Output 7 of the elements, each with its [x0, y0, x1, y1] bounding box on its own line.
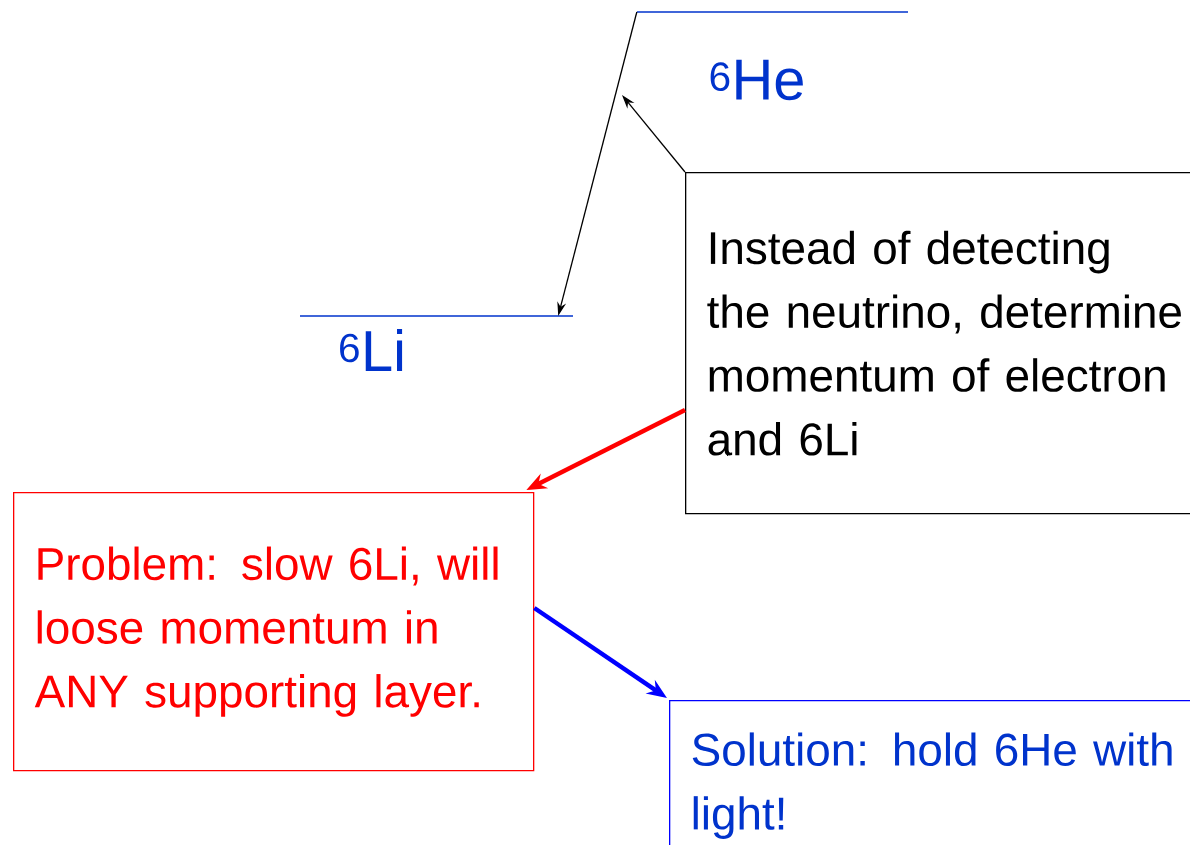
- level-label: $^{6}$He: [710, 59, 803, 101]
- text-box: Solution: hold 6He with light!: [669, 700, 1190, 845]
- energy-level-line: [637, 11, 908, 13]
- energy-level-line: [300, 315, 573, 317]
- level-label: $^{6}$Li: [340, 329, 403, 371]
- text-box: Problem: slow 6Li, will loose momentum in ANY supporting layer.: [13, 492, 535, 772]
- text-box: Instead of detecting the neutrino, determine momentum of electron and 6Li: [685, 172, 1190, 515]
